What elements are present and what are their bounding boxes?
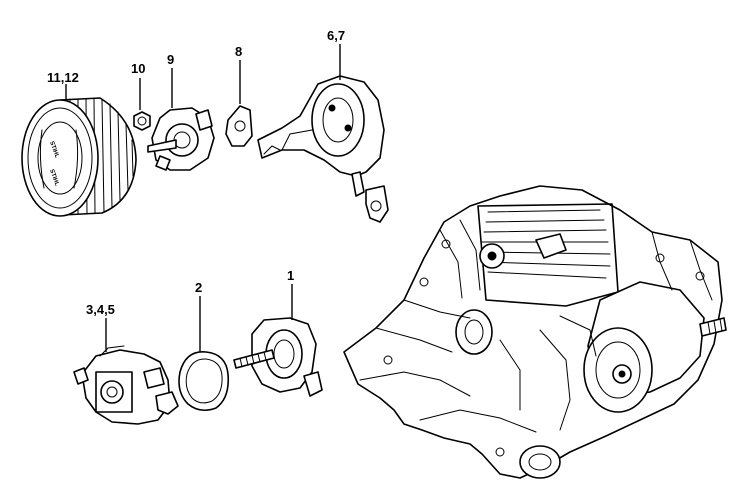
filter-brand-label: STIHL <box>48 141 60 160</box>
bracket[interactable]: 8 <box>225 44 253 147</box>
gasket[interactable]: 2 <box>178 280 230 412</box>
carburetor[interactable]: 3,4,5 <box>73 302 179 425</box>
filter-base[interactable]: 9 <box>147 52 215 171</box>
filter-brand-label-2: STIHL <box>48 169 60 188</box>
callout-bracket: 8 <box>235 44 242 59</box>
callout-flange: 1 <box>287 268 294 283</box>
air-filter[interactable]: STIHL STIHL 11,12 <box>21 70 137 217</box>
carb-box[interactable]: 6,7 <box>257 28 389 223</box>
callout-nut: 10 <box>131 61 145 76</box>
callout-carb-box: 6,7 <box>327 28 345 43</box>
callout-gasket: 2 <box>195 280 202 295</box>
callout-air-filter: 11,12 <box>47 70 79 85</box>
callout-filter-base: 9 <box>167 52 174 67</box>
flange[interactable]: 1 <box>233 268 323 397</box>
engine-housing <box>343 185 727 479</box>
nut[interactable]: 10 <box>131 61 151 131</box>
callout-carburetor: 3,4,5 <box>86 302 115 317</box>
